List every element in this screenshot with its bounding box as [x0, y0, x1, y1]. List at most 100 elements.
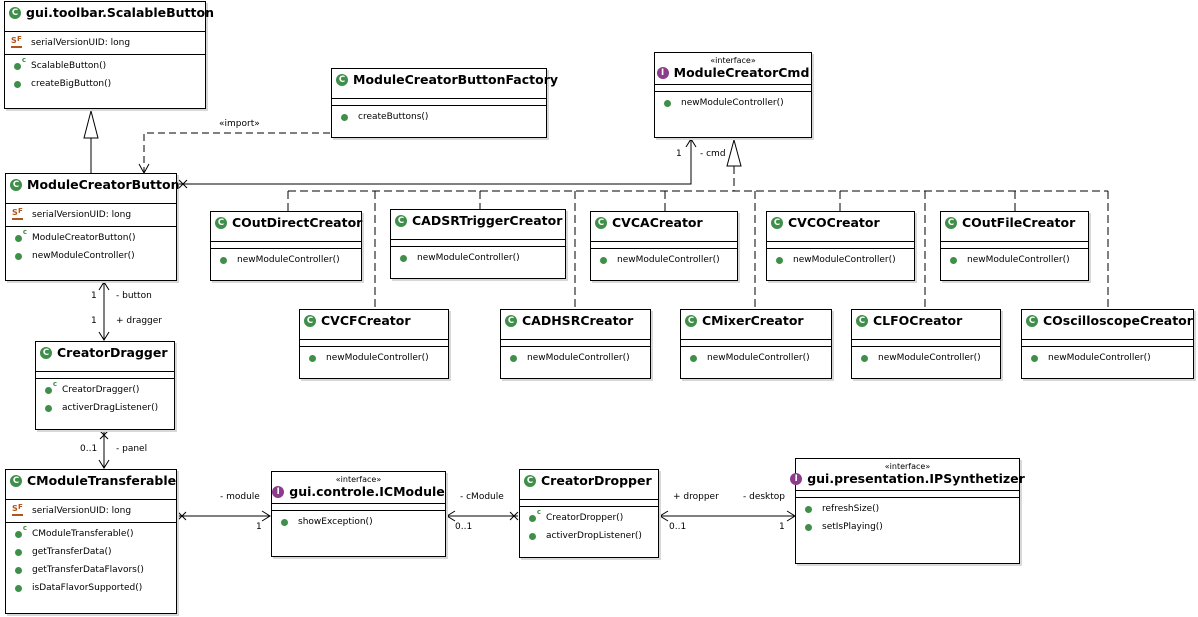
fields-section	[332, 99, 546, 106]
class-title: C CVCFCreator	[304, 313, 444, 328]
method-row: getTransferDataFlavors()	[6, 561, 176, 579]
method-row: newModuleController()	[6, 247, 176, 265]
class-icon: C	[505, 314, 517, 327]
public-method-icon	[526, 530, 540, 542]
dropper-role-label: + dropper	[673, 492, 719, 502]
fields-section	[681, 340, 831, 347]
constructor-icon: c	[12, 525, 27, 540]
fields-section	[272, 504, 445, 511]
method-label: setIsPlaying()	[822, 522, 883, 532]
class-icon: C	[304, 314, 316, 327]
method-label: newModuleController()	[707, 353, 810, 363]
method-label: ScalableButton()	[31, 61, 107, 71]
method-label: refreshSize()	[822, 504, 880, 514]
public-method-icon	[597, 254, 611, 266]
panel-role-label: - panel	[116, 444, 148, 454]
method-row: createButtons()	[332, 108, 546, 126]
method-row: newModuleController()	[501, 349, 650, 367]
public-method-icon	[802, 521, 816, 533]
methods-section: c CModuleTransferable() getTransferData() g…	[6, 523, 176, 599]
methods-section: createButtons()	[332, 106, 546, 128]
method-row: newModuleController()	[1022, 349, 1193, 367]
class-icon: C	[215, 216, 227, 229]
method-row: newModuleController()	[767, 251, 914, 269]
method-label: newModuleController()	[681, 98, 784, 108]
cmd-arrowhead	[685, 138, 697, 148]
cmodule-role-label: - cModule	[460, 492, 504, 502]
fields-section	[520, 500, 658, 507]
method-label: newModuleController()	[32, 251, 135, 261]
class-icon: C	[336, 73, 348, 86]
class-name: CreatorDropper	[541, 473, 652, 488]
cmd-association	[178, 139, 692, 185]
public-method-icon	[11, 78, 25, 90]
constructor-icon: c	[11, 57, 26, 72]
public-method-icon	[687, 352, 701, 364]
public-method-icon	[947, 254, 961, 266]
dragger-role-label: + dragger	[116, 316, 162, 326]
methods-section: newModuleController()	[211, 249, 361, 271]
class-name: gui.toolbar.ScalableButton	[26, 5, 214, 20]
public-method-icon	[306, 352, 320, 364]
field-label: serialVersionUID: long	[32, 506, 132, 516]
public-method-icon	[217, 254, 231, 266]
class-name: CMixerCreator	[702, 313, 804, 328]
class-name: CADSRTriggerCreator	[412, 213, 563, 228]
method-row: setIsPlaying()	[796, 518, 1019, 536]
methods-section: newModuleController()	[1022, 347, 1193, 369]
field-label: serialVersionUID: long	[31, 38, 131, 48]
public-method-icon	[1028, 352, 1042, 364]
method-row: newModuleController()	[591, 251, 737, 269]
method-row: c CModuleTransferable()	[6, 525, 176, 543]
method-label: CreatorDragger()	[62, 385, 140, 395]
method-label: CModuleTransferable()	[32, 529, 134, 539]
methods-section: showException()	[272, 511, 445, 533]
desktop-multiplicity: 1	[779, 522, 785, 532]
generalization-arrowhead	[83, 109, 99, 139]
class-name: CModuleTransferable	[27, 473, 177, 488]
class-icon: C	[771, 216, 783, 229]
method-label: newModuleController()	[878, 353, 981, 363]
method-row: activerDragListener()	[36, 399, 174, 417]
fields-section	[391, 240, 565, 247]
method-label: getTransferData()	[32, 547, 112, 557]
methods-section: newModuleController()	[767, 249, 914, 271]
stereotype-label: «interface»	[710, 56, 756, 65]
methods-section: refreshSize() setIsPlaying()	[796, 498, 1019, 538]
class-name: CVCFCreator	[321, 313, 411, 328]
